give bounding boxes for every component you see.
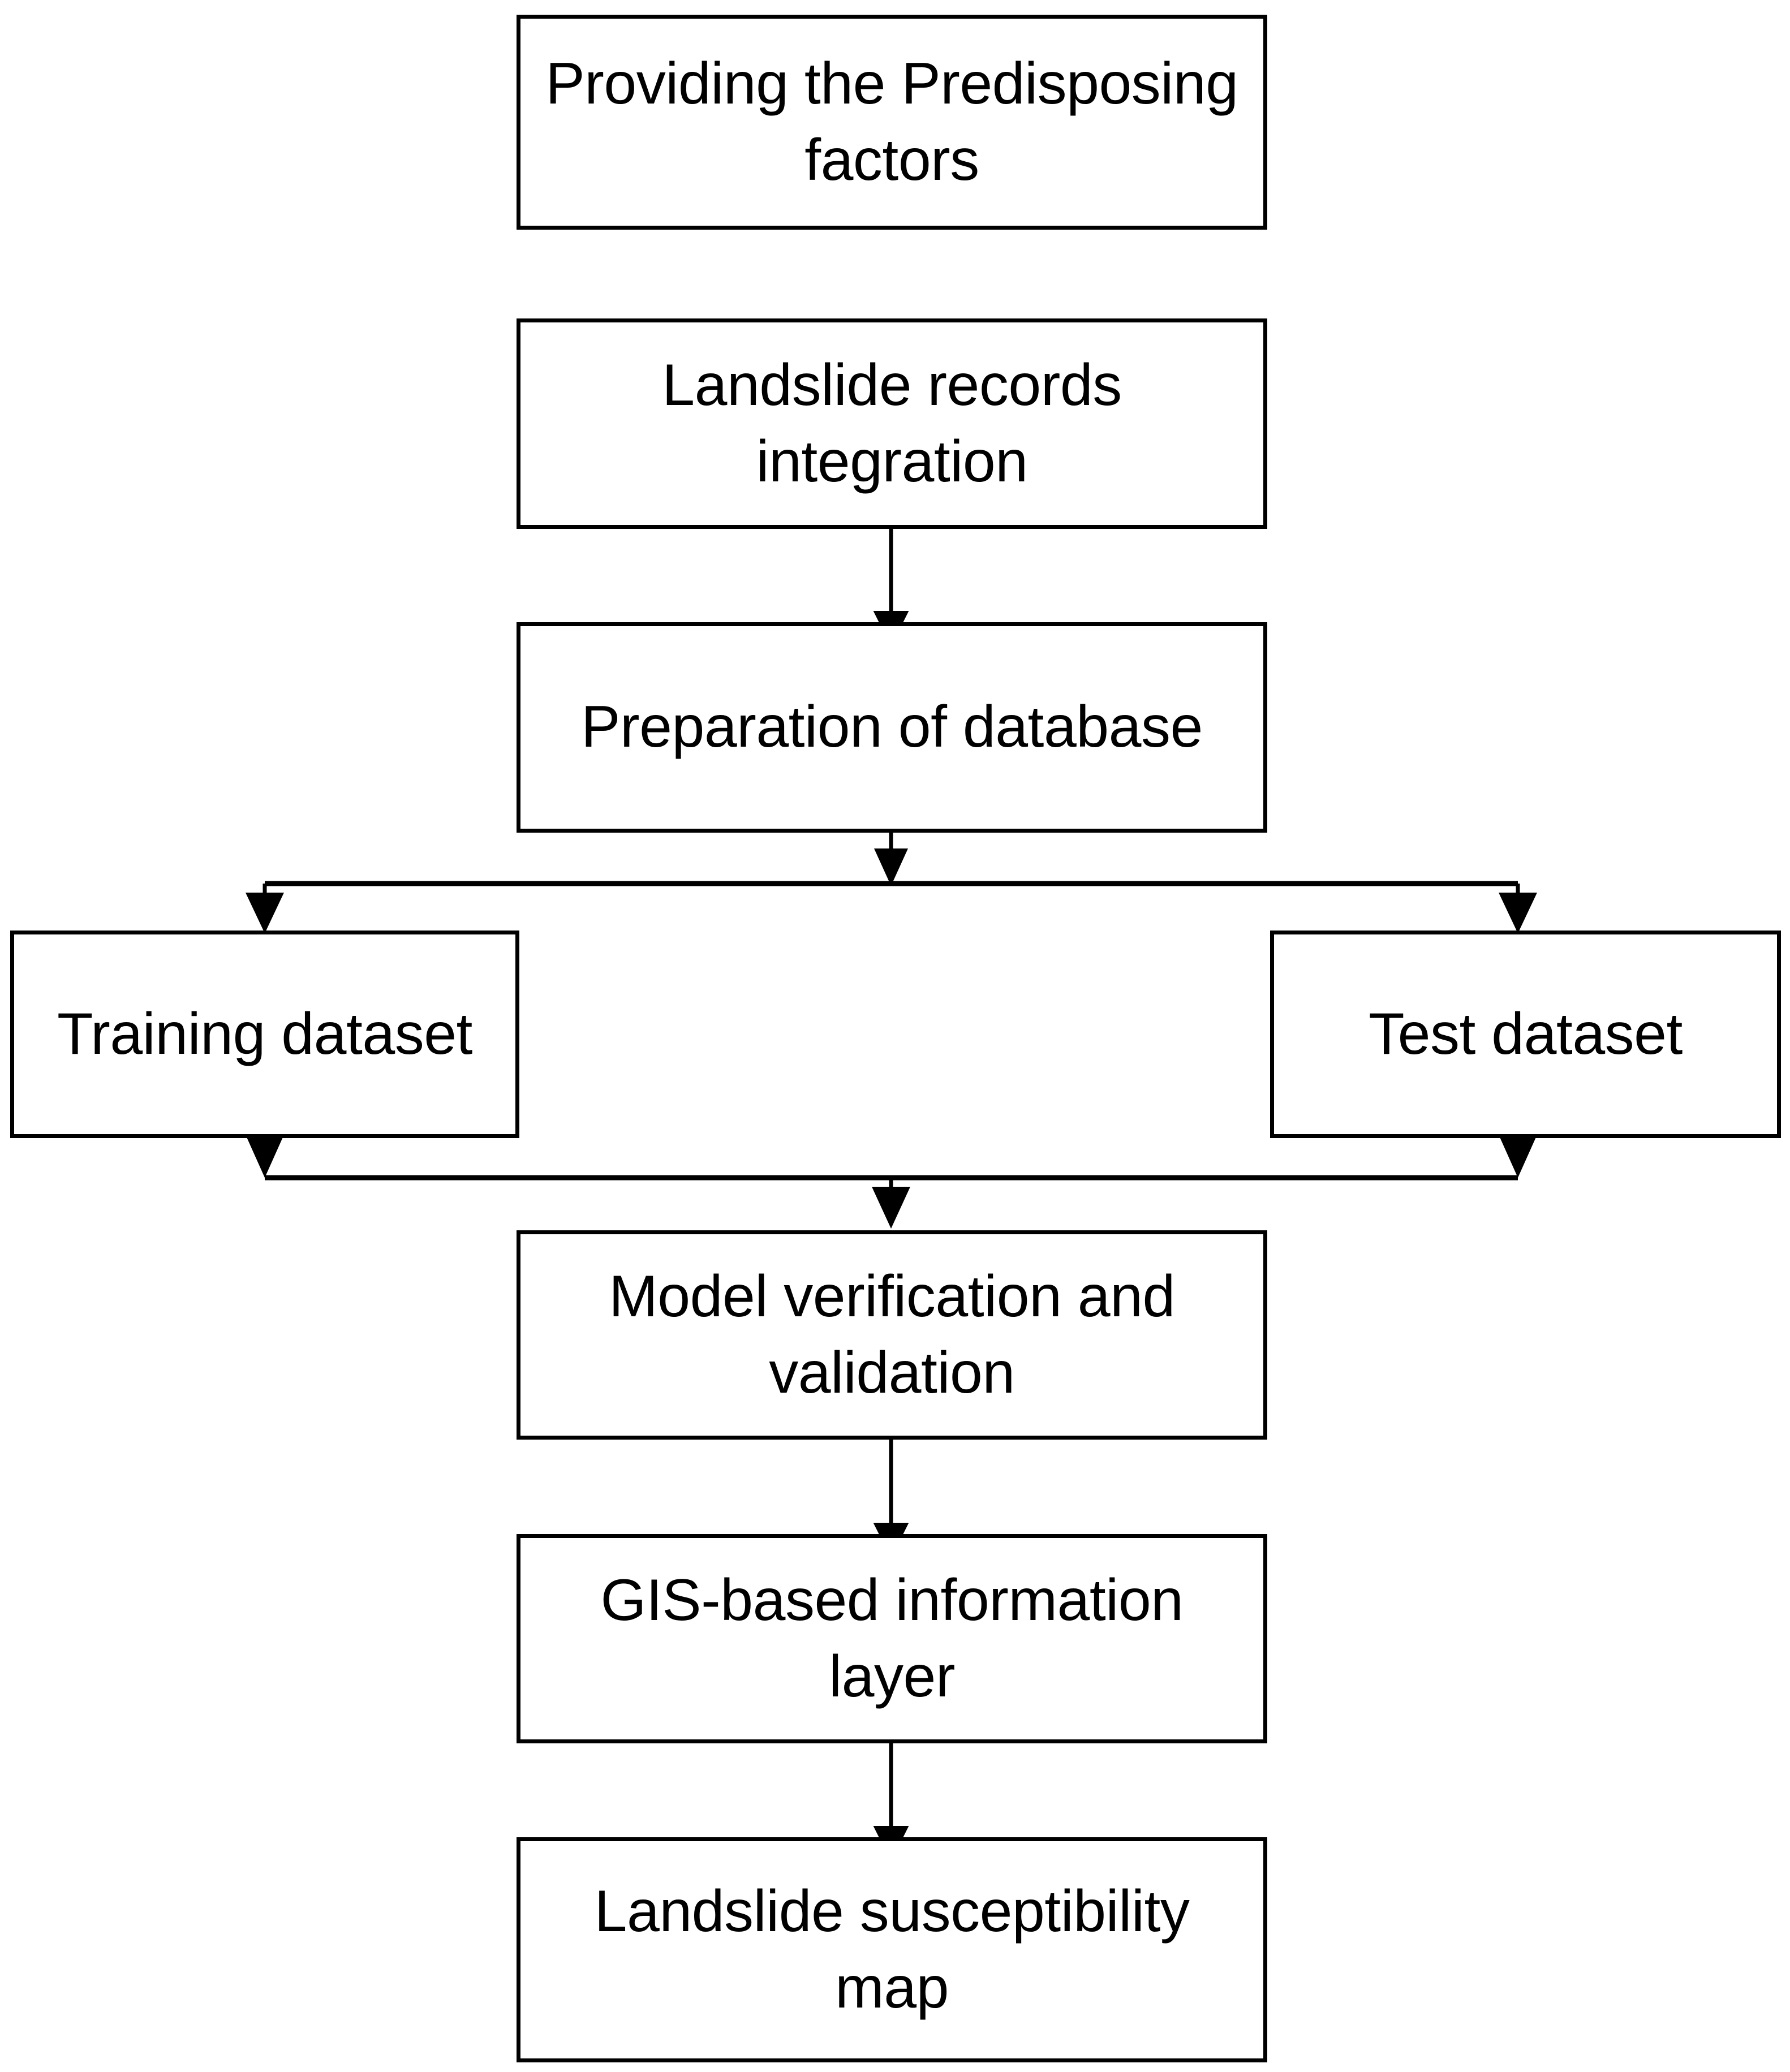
node-label: Model verification and validation [609,1263,1175,1406]
node-preparation-of-database[interactable]: Preparation of database [517,622,1267,833]
node-label: Landslide records integration [662,352,1122,494]
node-training-dataset[interactable]: Training dataset [10,931,519,1138]
node-landslide-susceptibility-map[interactable]: Landslide susceptibility map [517,1837,1267,2062]
connector-database-to-split-bus [265,833,1518,886]
node-test-dataset[interactable]: Test dataset [1270,931,1781,1138]
node-label: Landslide susceptibility map [594,1878,1190,2021]
node-landslide-records-integration[interactable]: Landslide records integration [517,318,1267,529]
node-model-verification-and-validation[interactable]: Model verification and validation [517,1230,1267,1440]
node-label: Preparation of database [581,694,1203,760]
connector-split-to-training [246,884,284,933]
node-label: Training dataset [57,1001,472,1067]
node-gis-based-information-layer[interactable]: GIS-based information layer [517,1534,1267,1743]
connector-training-to-merge [246,1135,284,1178]
node-predisposing-factors[interactable]: Providing the Predisposing factors [517,15,1267,230]
node-label: GIS-based information layer [600,1567,1184,1709]
connector-merge-bus [265,1175,1518,1229]
node-label: Test dataset [1369,1001,1683,1067]
connector-test-to-merge [1499,1135,1537,1178]
node-label: Providing the Predisposing factors [545,50,1238,193]
connector-split-to-test [1499,884,1537,933]
